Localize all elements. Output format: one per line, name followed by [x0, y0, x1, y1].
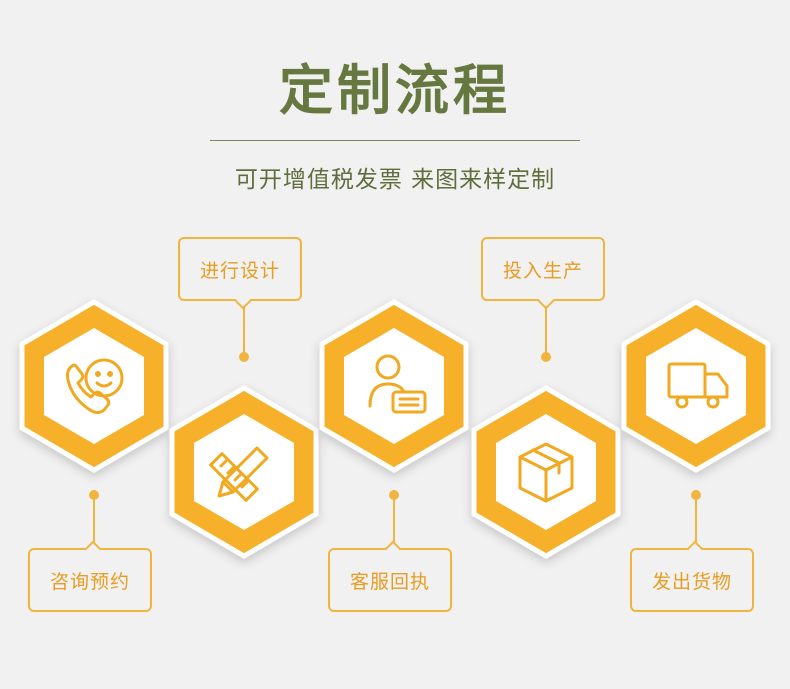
step-1-label: 咨询预约 — [49, 570, 130, 593]
phone-smile-icon — [66, 358, 124, 414]
step-2-label-box: 进行设计 — [178, 237, 302, 301]
page-title: 定制流程 — [279, 59, 511, 122]
step-5-label-box: 发出货物 — [630, 548, 754, 612]
step-4-connector-line — [545, 306, 547, 356]
step-5-label: 发出货物 — [651, 570, 732, 593]
step-5-connector-line — [695, 498, 697, 548]
pencil-ruler-icon — [209, 446, 269, 502]
step-2-label: 进行设计 — [199, 259, 280, 282]
step-5-connector-dot — [691, 490, 701, 500]
step-3-connector-dot — [389, 490, 399, 500]
step-4-connector-dot — [541, 352, 551, 362]
service-agent-icon — [368, 354, 427, 414]
step-1-connector-line — [93, 498, 95, 548]
step-2-connector-line — [243, 306, 245, 356]
step-5-hexagon — [621, 299, 771, 473]
step-1-connector-dot — [89, 490, 99, 500]
step-3-label: 客服回执 — [349, 570, 430, 593]
page-subtitle: 可开增值税发票 来图来样定制 — [234, 167, 556, 193]
title-divider — [210, 140, 580, 141]
package-box-icon — [518, 442, 574, 503]
delivery-truck-icon — [667, 362, 729, 409]
step-3-connector-line — [393, 498, 395, 548]
step-2-hexagon — [169, 385, 319, 559]
step-3-label-box: 客服回执 — [328, 548, 452, 612]
step-1-hexagon — [19, 299, 169, 473]
step-4-label: 投入生产 — [502, 259, 583, 282]
step-1-label-box: 咨询预约 — [28, 548, 152, 612]
step-4-label-box: 投入生产 — [481, 237, 605, 301]
step-2-connector-dot — [239, 352, 249, 362]
